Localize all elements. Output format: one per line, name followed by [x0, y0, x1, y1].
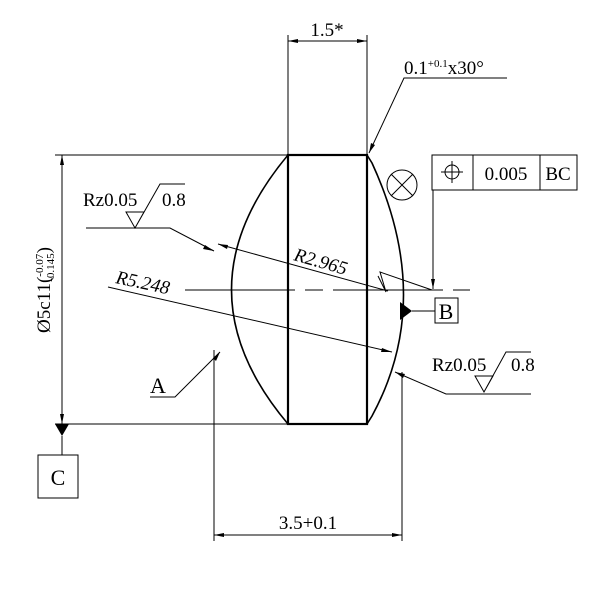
svg-text:A: A — [150, 373, 166, 398]
right-spherical-surface — [366, 154, 405, 425]
circle-cross-icon — [386, 169, 418, 201]
svg-text:0.8: 0.8 — [511, 355, 535, 376]
svg-text:Rz0.05: Rz0.05 — [432, 355, 486, 376]
svg-text:3.5+0.1: 3.5+0.1 — [279, 513, 337, 534]
svg-text:R2.965: R2.965 — [291, 244, 350, 279]
feature-control-frame: 0.005 BC — [431, 154, 578, 289]
dimension-diameter: Ø5c11(-0.07-0.145) — [34, 154, 288, 425]
svg-text:Ø5c11(-0.07-0.145): Ø5c11(-0.07-0.145) — [34, 247, 57, 333]
roughness-symbol-left: Rz0.05 0.8 — [83, 183, 215, 252]
svg-text:Rz0.05: Rz0.05 — [83, 190, 137, 211]
svg-text:B: B — [439, 299, 454, 324]
svg-text:BC: BC — [545, 164, 570, 185]
dimension-width-top: 1.5* — [287, 20, 368, 155]
datum-c: C — [37, 424, 79, 499]
svg-text:0.1+0.1x30°: 0.1+0.1x30° — [404, 58, 484, 79]
position-icon — [441, 161, 463, 183]
dimension-length-bottom: 3.5+0.1 — [213, 350, 403, 541]
chamfer-callout: 0.1+0.1x30° — [368, 58, 507, 154]
datum-b: B — [400, 297, 459, 324]
svg-text:C: C — [51, 465, 66, 490]
svg-text:1.5*: 1.5* — [310, 20, 343, 41]
datum-a-callout: A — [150, 351, 221, 398]
svg-text:0.005: 0.005 — [485, 164, 528, 185]
svg-text:0.8: 0.8 — [162, 190, 186, 211]
roughness-symbol-right: Rz0.05 0.8 — [394, 351, 535, 395]
